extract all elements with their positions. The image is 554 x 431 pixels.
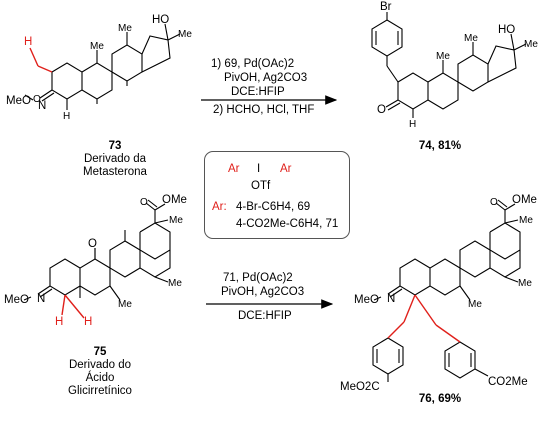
atom-o-ester-75: O [140,197,148,208]
reagent-ar1: Ar [228,163,240,175]
atom-me3-75: Me [118,299,132,310]
reagent-ar2: Ar [280,163,292,175]
r1-condition-4: 2) HCHO, HCl, THF [213,104,315,116]
atom-n-76: N [387,293,396,305]
structure-75 [23,199,171,301]
atom-h-73: H [24,36,33,48]
r2-condition-1: 71, Pd(OAc)2 [223,272,293,284]
r1-condition-1: 1) 69, Pd(OAc)2 [211,58,295,70]
compound-name-75-line1: Derivado do [68,359,131,371]
atom-h-74: H [409,119,417,130]
atom-me3-74: Me [524,39,538,50]
atom-h1-75: H [55,316,64,328]
compound-name-75-line2: Ácido [85,372,115,384]
structure-76 [372,199,521,382]
atom-o-keto-75: O [88,238,97,250]
atom-n-73: N [38,100,47,112]
r2-condition-3: DCE:HFIP [238,310,292,322]
atom-meo2c-76: MeO2C [340,381,380,393]
atom-ome-75: OMe [162,194,187,206]
atom-ho-74: HO [498,24,516,36]
methyl-highlight-73 [29,47,53,73]
atom-me2-76: Me [518,278,532,289]
atom-me3-73: Me [178,29,192,40]
atom-me1-73: Me [90,41,104,52]
atom-co2me-76: CO2Me [488,376,528,388]
r1-condition-3: DCE:HFIP [231,86,285,98]
atom-meo-73: MeO [6,95,31,107]
atom-me2-75: Me [168,278,182,289]
atom-ho-73: HO [152,14,170,26]
atom-o-74: O [377,104,386,116]
atom-o-ester-76: O [490,197,498,208]
atom-meo-75: MeO [4,294,29,306]
atom-o-73: O [33,94,41,105]
atom-me2-74: Me [464,33,478,44]
atom-me1-75: Me [169,215,183,226]
atom-me1-74: Me [436,51,450,62]
atom-me2-73: Me [118,23,132,34]
atom-me3-76: Me [468,299,482,310]
product-label-76: 76, 69% [418,393,462,405]
atom-me1-76: Me [519,215,533,226]
methyl-highlight-75 [61,294,85,319]
r1-condition-2: PivOH, Ag2CO3 [224,72,308,84]
structure-73 [24,23,181,110]
atom-meo-76: MeO [354,294,379,306]
atom-n-75: N [37,293,46,305]
reagent-counterion: OTf [251,180,271,192]
compound-name-73-line2: Metasterona [83,166,147,178]
reagent-iodine: I [257,163,261,175]
atom-br-74: Br [380,1,392,13]
structure-74 [371,12,527,118]
product-label-74: 74, 81% [418,140,462,152]
compound-number-73: 73 [108,140,122,152]
reagent-box [204,151,350,239]
atom-ome-76: OMe [512,194,537,206]
aryl-bonds-highlight-76 [387,294,461,343]
atom-h2-75: H [84,316,93,328]
reagent-ar-label: Ar: [212,201,227,213]
r2-condition-2: PivOH, Ag2CO3 [221,286,305,298]
atom-h1-73: H [63,111,71,122]
compound-number-75: 75 [93,346,107,358]
compound-name-75-line3: Glicirretínico [68,385,132,397]
reagent-option-1: 4-Br-C6H4, 69 [236,201,311,213]
compound-name-73-line1: Derivado da [83,153,146,165]
reagent-option-2: 4-CO2Me-C6H4, 71 [236,218,339,230]
